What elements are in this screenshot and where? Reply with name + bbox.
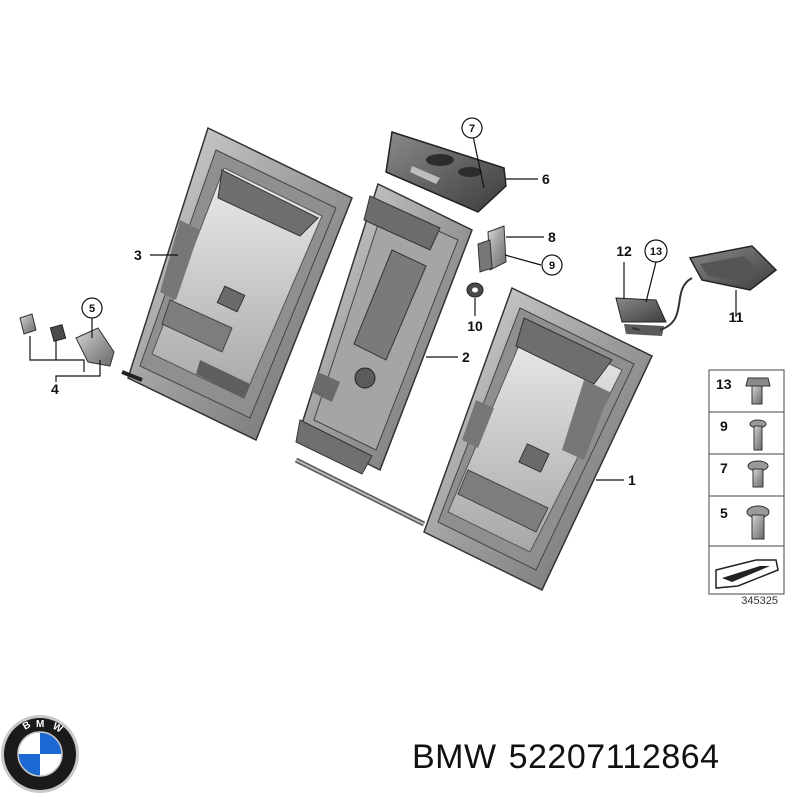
pivot-rod	[294, 457, 426, 527]
leader-lines	[29, 135, 737, 481]
fastener-legend: 13 9 7 5	[708, 369, 785, 595]
part-12-release-lever	[615, 297, 667, 336]
part-11-release-handle-with-cable	[631, 245, 778, 331]
svg-text:4: 4	[51, 381, 59, 397]
svg-text:9: 9	[720, 418, 728, 434]
callout-13: 13	[644, 239, 668, 263]
svg-text:12: 12	[616, 243, 632, 259]
svg-text:11: 11	[729, 309, 744, 325]
callout-10: 10	[467, 318, 483, 334]
part-2-center-backrest-frame	[295, 182, 473, 475]
part-caption: BMW 52207112864	[412, 738, 792, 788]
callout-3: 3	[134, 247, 142, 263]
part-number: 52207112864	[508, 738, 720, 776]
callout-6: 6	[542, 171, 550, 187]
diagram-code: 345325	[741, 595, 778, 607]
callout-11: 11	[729, 309, 744, 325]
svg-text:3: 3	[134, 247, 142, 263]
direction-arrow-icon	[715, 559, 779, 589]
svg-text:1: 1	[628, 472, 636, 488]
svg-text:345325: 345325	[741, 595, 778, 607]
callout-9: 9	[541, 254, 563, 276]
svg-text:5: 5	[720, 505, 728, 521]
svg-text:13: 13	[716, 376, 732, 392]
legend-row-7: 7	[720, 460, 769, 488]
svg-text:7: 7	[720, 460, 728, 476]
svg-text:6: 6	[542, 171, 550, 187]
part-3-left-backrest-frame	[121, 126, 353, 442]
callout-8: 8	[548, 229, 556, 245]
svg-text:5: 5	[89, 303, 95, 315]
svg-text:10: 10	[467, 318, 483, 334]
part-8-latch-bracket	[477, 225, 507, 273]
callout-1: 1	[628, 472, 636, 488]
part-4-bolt-and-nut	[19, 313, 67, 342]
svg-text:9: 9	[549, 260, 555, 272]
callout-2: 2	[462, 349, 470, 365]
bmw-logo: B M W	[1, 715, 79, 793]
svg-text:2: 2	[462, 349, 470, 365]
svg-text:7: 7	[469, 123, 475, 135]
part-6-center-trim-cover	[385, 131, 507, 213]
callout-4: 4	[51, 381, 59, 397]
part-10-washer	[466, 282, 484, 298]
brand-name: BMW	[412, 738, 497, 776]
svg-text:B: B	[21, 719, 33, 732]
legend-row-9: 9	[720, 418, 767, 451]
callout-12: 12	[616, 243, 632, 259]
callout-7: 7	[461, 117, 483, 139]
svg-text:13: 13	[650, 246, 662, 258]
legend-row-5: 5	[720, 505, 770, 540]
legend-row-13: 13	[716, 376, 771, 405]
part-1-right-backrest-frame	[423, 286, 653, 592]
part-5-small-bracket	[75, 327, 115, 367]
svg-text:M: M	[36, 719, 44, 730]
svg-text:8: 8	[548, 229, 556, 245]
callout-5: 5	[81, 297, 103, 319]
